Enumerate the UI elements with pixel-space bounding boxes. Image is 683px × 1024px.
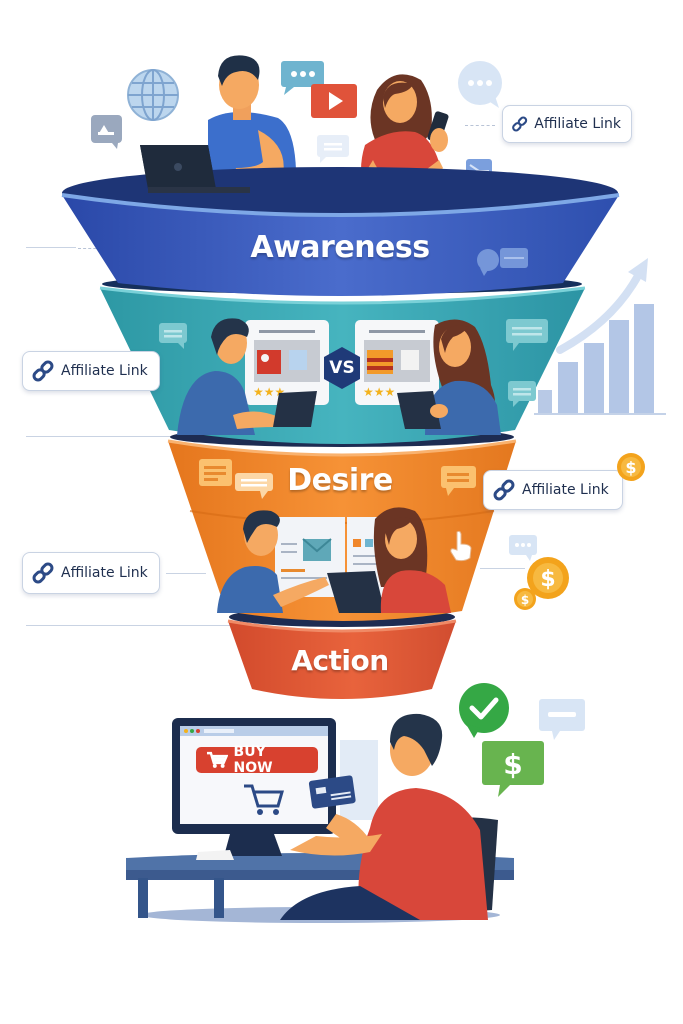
chat-bubble-icon — [281, 61, 324, 95]
message-icon — [508, 381, 536, 407]
affiliate-link-label: Affiliate Link — [522, 482, 609, 498]
desire-scene-illustration — [217, 507, 451, 613]
video-play-icon — [311, 84, 357, 118]
globe-icon — [127, 69, 179, 121]
chat-bubble-icon — [458, 61, 502, 108]
chat-bubble-icon — [441, 466, 476, 496]
guide-line — [26, 436, 176, 437]
svg-text:$: $ — [503, 748, 522, 781]
link-icon — [493, 479, 515, 501]
success-checkmark-icon — [459, 683, 509, 738]
link-icon — [32, 360, 54, 382]
message-icon — [235, 473, 273, 499]
affiliate-link-label: Affiliate Link — [61, 565, 148, 581]
note-icon — [199, 459, 232, 486]
affiliate-link-label: Affiliate Link — [534, 116, 621, 132]
message-icon — [159, 323, 187, 349]
person-comparing-right — [397, 319, 501, 435]
pointer-hand-icon — [450, 530, 472, 562]
message-icon — [506, 319, 548, 351]
buy-now-label: BUY NOW — [233, 744, 273, 776]
checkout-desk-illustration — [126, 713, 514, 923]
dollar-coin-icon: $ — [617, 453, 645, 481]
product-card-left: ★★★ — [245, 320, 329, 405]
dollar-payment-icon: $ — [482, 741, 544, 797]
affiliate-link-label: Affiliate Link — [61, 363, 148, 379]
link-icon — [32, 562, 54, 584]
affiliate-link-badge[interactable]: Affiliate Link — [483, 470, 623, 510]
affiliate-link-badge[interactable]: Affiliate Link — [502, 105, 632, 143]
stage-label-awareness: Awareness — [250, 230, 430, 265]
message-icon — [539, 699, 585, 740]
svg-text:★★★: ★★★ — [253, 385, 285, 399]
vs-hexagon — [324, 347, 360, 389]
guide-line — [480, 568, 525, 569]
growth-chart-icon — [534, 258, 666, 415]
svg-text:$: $ — [540, 567, 555, 592]
guide-line — [166, 573, 206, 574]
product-card-right: ★★★ — [355, 320, 439, 405]
message-icon — [317, 135, 349, 163]
vs-label: VS — [329, 358, 355, 378]
stage-label-desire: Desire — [287, 463, 393, 498]
affiliate-link-badge[interactable]: Affiliate Link — [22, 552, 160, 594]
guide-line — [26, 625, 231, 626]
person-comparing-left — [177, 318, 317, 435]
link-icon — [512, 116, 528, 132]
image-message-icon — [91, 115, 122, 149]
shopping-cart-icon — [206, 751, 228, 768]
guide-line — [26, 247, 76, 248]
dollar-coin-icon: $ — [527, 557, 569, 599]
chat-bubble-icon — [477, 248, 528, 276]
guide-line-dashed — [465, 125, 495, 126]
dollar-coin-icon: $ — [514, 588, 536, 610]
stage-label-action: Action — [291, 644, 389, 677]
svg-text:$: $ — [521, 593, 529, 607]
laptop-icon — [140, 145, 250, 193]
buy-now-button[interactable]: BUY NOW — [196, 744, 318, 776]
affiliate-link-badge[interactable]: Affiliate Link — [22, 351, 160, 391]
svg-text:$: $ — [625, 458, 636, 477]
chat-bubble-icon — [509, 535, 537, 561]
svg-text:★★★: ★★★ — [363, 385, 395, 399]
